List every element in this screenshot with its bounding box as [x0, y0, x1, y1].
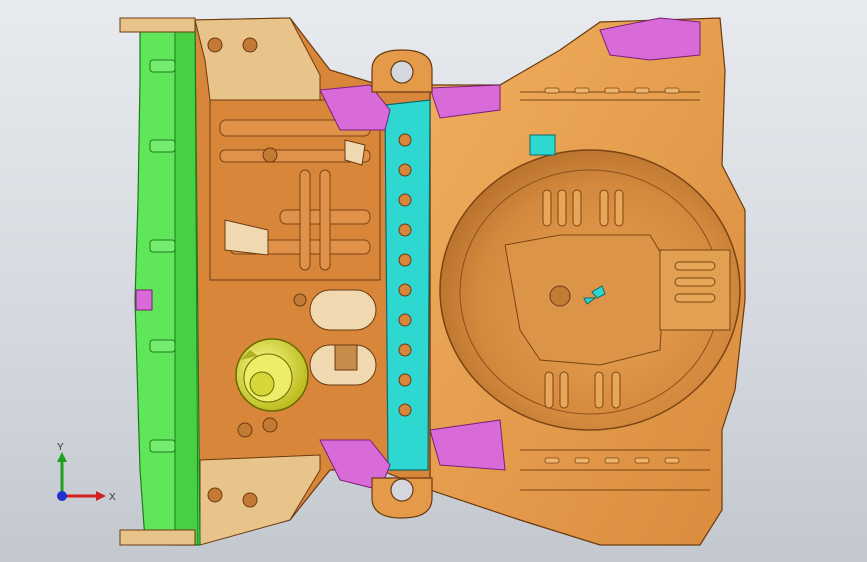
- rear-bracket-mid-bottom: [429, 419, 506, 471]
- center-clip-icon: [583, 285, 606, 305]
- coordinate-triad: Y X: [57, 442, 116, 503]
- z-axis-dot: [57, 491, 67, 501]
- pump-motor-icon: [235, 338, 309, 412]
- tow-eye-bottom-icon: [371, 477, 433, 519]
- rear-bracket-top: [599, 17, 701, 61]
- crossmember-bracket-top: [319, 84, 391, 131]
- y-axis-label: Y: [57, 442, 64, 453]
- rear-bracket-mid-top: [429, 84, 501, 119]
- tow-eye-top-icon: [371, 49, 433, 93]
- x-axis-label: X: [109, 492, 116, 503]
